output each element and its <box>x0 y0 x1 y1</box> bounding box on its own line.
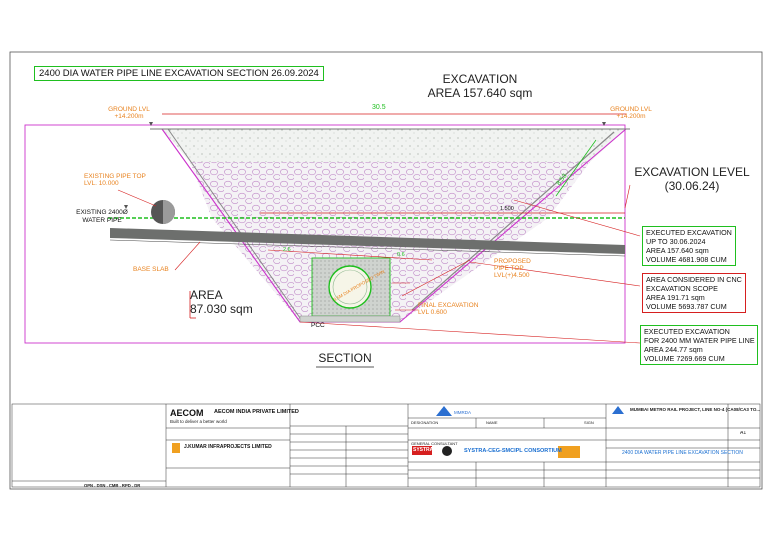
existing-pipe-label: EXISTING 2400Ø WATER PIPE <box>76 209 128 224</box>
consortium-name: SYSTRA-CEG-SMCIPL CONSORTIUM <box>464 448 562 454</box>
pcc-slab <box>299 315 401 323</box>
sheet-ref: OPN . DSN . CMB . RPD . DR <box>84 483 141 488</box>
ground-level-right: GROUND LVL +14.200m <box>610 106 652 120</box>
designation-header: DESIGNATION <box>411 420 439 425</box>
jkumar-logo-shape <box>172 443 180 453</box>
pcc-label: PCC <box>311 322 325 329</box>
mmrda-label: MMRDA <box>454 410 471 415</box>
top-width-dim: 30.5 <box>372 104 386 111</box>
info-executed-2400: EXECUTED EXCAVATION FOR 2400 MM WATER PI… <box>640 325 758 365</box>
slope-line-left <box>167 128 301 319</box>
proposed-pipe-circle <box>328 265 372 309</box>
name-header: NAME <box>486 420 498 425</box>
existing-pipe-top-label: EXISTING PIPE TOP LVL. 10.000 <box>84 173 146 187</box>
sign-header: SIGN <box>584 420 594 425</box>
excavation-heading: EXCAVATION AREA 157.640 sqm <box>420 72 540 100</box>
section-label: SECTION <box>318 351 372 365</box>
general-consultant-label: GENERAL CONSULTANT <box>411 441 458 446</box>
excavation-level-label: EXCAVATION LEVEL (30.06.24) <box>634 165 750 193</box>
title-block-lines <box>11 403 761 488</box>
systra-logo: SYSTRA <box>413 447 434 453</box>
dim-1500-label: 1.500 <box>500 206 514 212</box>
revision-code: A1 <box>740 431 747 436</box>
aecom-company-name: AECOM INDIA PRIVATE LIMITED <box>214 409 299 415</box>
slope-dim-line <box>555 139 597 197</box>
jkumar-company-name: J.KUMAR INFRAPROJECTS LIMITED <box>184 444 272 450</box>
existing-pipe-band <box>110 228 625 254</box>
drawing-name: 2400 DIA WATER PIPE LINE EXCAVATION SECT… <box>622 450 743 456</box>
drawing-title: 2400 DIA WATER PIPE LINE EXCAVATION SECT… <box>34 66 324 81</box>
proposed-pipe-top-label: PROPOSED PIPE TOP LVL(+)4.500 <box>494 258 531 279</box>
final-excavation-label: FINAL EXCAVATION LVL 0.600 <box>418 302 479 316</box>
inner-area-label: AREA 87.030 sqm <box>190 288 253 316</box>
dim-26-label: 2.6 <box>283 247 291 253</box>
base-slab-label: BASE SLAB <box>133 266 169 273</box>
sheet-border <box>9 51 763 490</box>
afcons-logo-shape <box>558 446 580 458</box>
excavation-area: AREA 157.640 sqm <box>427 86 533 100</box>
dim-06-label: 0.6 <box>397 252 405 258</box>
ground-level-left: GROUND LVL +14.200m <box>108 106 150 120</box>
section-frame <box>24 124 626 344</box>
aecom-tagline: Built to deliver a better world <box>170 419 227 424</box>
mmrda-logo-shape <box>436 406 452 416</box>
info-considered: AREA CONSIDERED IN CNC EXCAVATION SCOPE … <box>642 273 746 313</box>
gravel-zone <box>162 129 626 162</box>
project-name: MUMBAI METRO RAIL PROJECT, LINE NO-4 (CA… <box>630 407 761 412</box>
info-executed-june: EXECUTED EXCAVATION UP TO 30.06.2024 ARE… <box>642 226 736 266</box>
rubble-zone <box>190 162 590 218</box>
aecom-logo: AECOM <box>170 408 204 418</box>
